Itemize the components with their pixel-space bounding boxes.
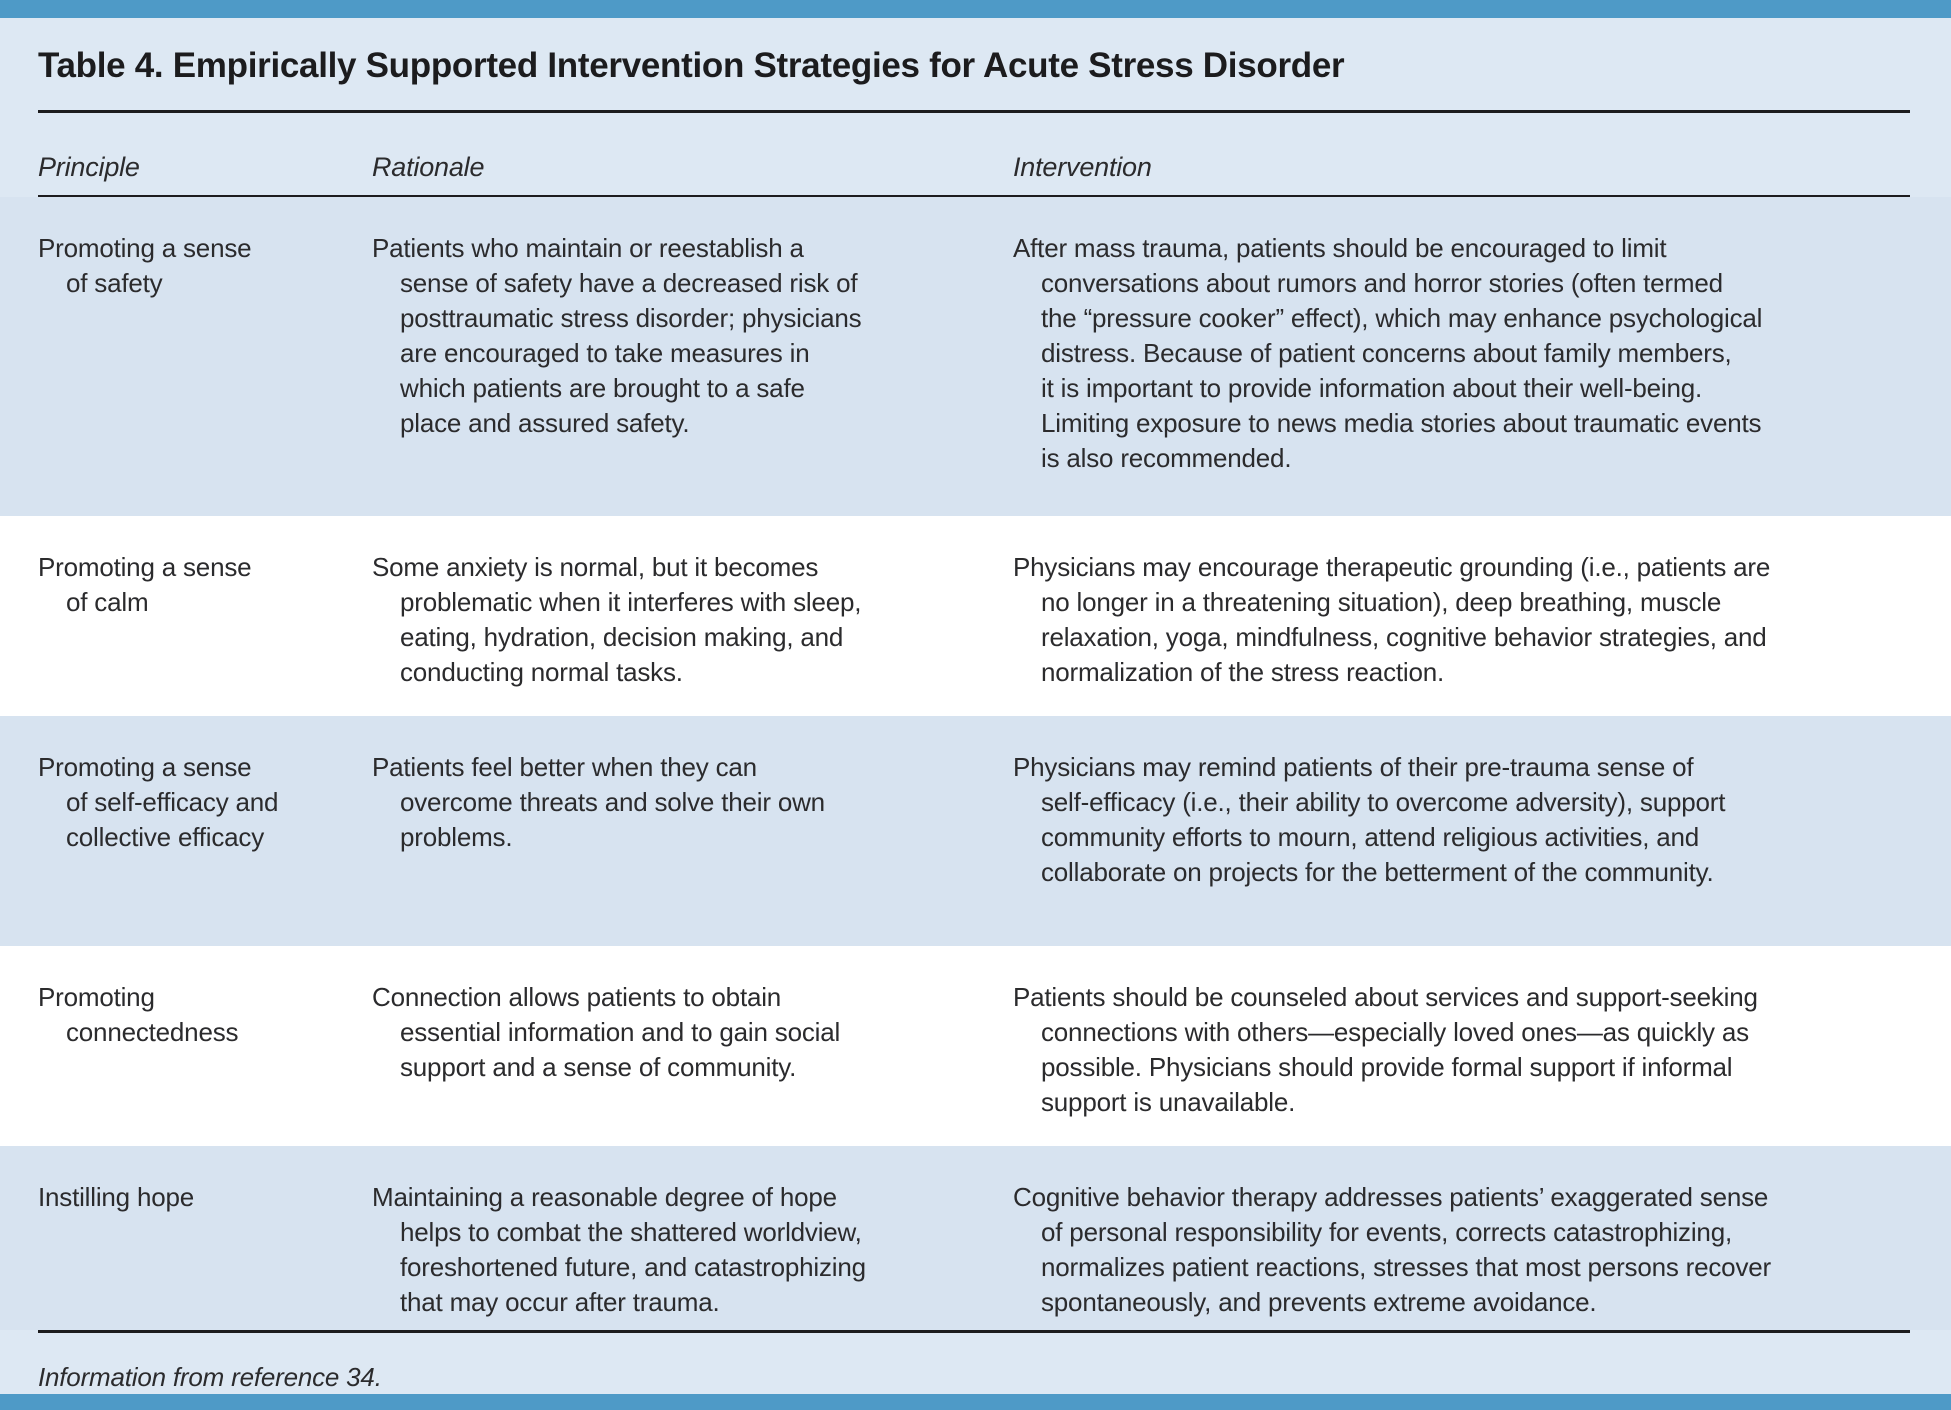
intervention-line: of personal responsibility for events, c… (1041, 1217, 1732, 1247)
rationale-line: that may occur after trauma. (400, 1287, 720, 1317)
principle-line: Promoting a sense (38, 233, 252, 263)
rationale-line: Patients feel better when they can (372, 752, 757, 782)
rationale-line: which patients are brought to a safe (400, 373, 805, 403)
column-header-rationale: Rationale (372, 152, 485, 182)
intervention-cell: Physicians may encourage therapeutic gro… (1013, 550, 1910, 690)
intervention-line: spontaneously, and prevents extreme avoi… (1041, 1287, 1597, 1317)
rationale-line: Patients who maintain or reestablish a (372, 233, 804, 263)
rationale-line: conducting normal tasks. (400, 657, 683, 687)
rationale-line: essential information and to gain social (400, 1017, 841, 1047)
intervention-line: no longer in a threatening situation), d… (1041, 587, 1722, 617)
intervention-line: self-efficacy (i.e., their ability to ov… (1041, 787, 1726, 817)
column-header-row: Principle Rationale Intervention (38, 151, 1910, 183)
intervention-line: connections with others—especially loved… (1041, 1017, 1749, 1047)
principle-line: of self-efficacy and (66, 787, 279, 817)
rationale-line: Some anxiety is normal, but it becomes (372, 552, 819, 582)
intervention-line: normalization of the stress reaction. (1041, 657, 1445, 687)
rationale-line: helps to combat the shattered worldview, (400, 1217, 862, 1247)
intervention-line: is also recommended. (1041, 443, 1292, 473)
column-header-principle: Principle (38, 152, 140, 182)
rationale-line: overcome threats and solve their own (400, 787, 825, 817)
rationale-cell: Patients feel better when they can overco… (372, 750, 1013, 920)
rationale-line: sense of safety have a decreased risk of (400, 268, 858, 298)
intervention-line: Cognitive behavior therapy addresses pat… (1013, 1182, 1769, 1212)
rationale-line: Connection allows patients to obtain (372, 982, 782, 1012)
intervention-line: possible. Physicians should provide form… (1041, 1052, 1733, 1082)
rationale-cell: Connection allows patients to obtain esse… (372, 980, 1013, 1120)
principle-line: Instilling hope (38, 1182, 194, 1212)
table-rows: Promoting a sense of safety Patients who m… (0, 197, 1951, 1330)
intervention-cell: After mass trauma, patients should be en… (1013, 231, 1910, 490)
intervention-line: Physicians may remind patients of their … (1013, 752, 1694, 782)
intervention-line: the “pressure cooker” effect), which may… (1041, 303, 1763, 333)
principle-line: Promoting a sense (38, 752, 252, 782)
top-accent-bar (0, 0, 1951, 18)
rationale-line: foreshortened future, and catastrophizin… (400, 1252, 866, 1282)
principle-cell: Promoting a sense of safety (38, 231, 372, 490)
table-row: Promoting a sense of calm Some anxiety is … (0, 516, 1951, 716)
intervention-line: Patients should be counseled about servi… (1013, 982, 1758, 1012)
intervention-line: distress. Because of patient concerns ab… (1041, 338, 1732, 368)
intervention-line: relaxation, yoga, mindfulness, cognitive… (1041, 622, 1767, 652)
principle-cell: Instilling hope (38, 1180, 372, 1320)
intervention-line: conversations about rumors and horror st… (1041, 268, 1723, 298)
rationale-cell: Patients who maintain or reestablish a se… (372, 231, 1013, 490)
intervention-line: collaborate on projects for the betterme… (1041, 857, 1714, 887)
table-row: Promoting a sense of self-efficacy and col… (0, 716, 1951, 946)
header-rule (38, 195, 1910, 197)
table-title: Table 4. Empirically Supported Intervent… (38, 46, 1345, 85)
intervention-line: normalizes patient reactions, stresses t… (1041, 1252, 1771, 1282)
rationale-line: place and assured safety. (400, 408, 690, 438)
intervention-line: After mass trauma, patients should be en… (1013, 233, 1667, 263)
principle-line: of calm (66, 587, 149, 617)
intervention-line: support is unavailable. (1041, 1087, 1296, 1117)
rationale-line: eating, hydration, decision making, and (400, 622, 844, 652)
table-content: Table 4. Empirically Supported Intervent… (0, 18, 1951, 1394)
intervention-cell: Physicians may remind patients of their … (1013, 750, 1910, 920)
principle-cell: Promoting connectedness (38, 980, 372, 1120)
table-row: Promoting a sense of safety Patients who m… (0, 197, 1951, 516)
intervention-cell: Patients should be counseled about servi… (1013, 980, 1910, 1120)
rationale-line: are encouraged to take measures in (400, 338, 810, 368)
table-row: Instilling hope Maintaining a reasonable … (0, 1146, 1951, 1330)
rationale-cell: Maintaining a reasonable degree of hope h… (372, 1180, 1013, 1320)
rationale-cell: Some anxiety is normal, but it becomes pr… (372, 550, 1013, 690)
table-footnote: Information from reference 34. (38, 1362, 382, 1392)
rationale-line: problems. (400, 822, 513, 852)
principle-cell: Promoting a sense of self-efficacy and col… (38, 750, 372, 920)
rationale-line: problematic when it interferes with slee… (400, 587, 862, 617)
principle-line: Promoting a sense (38, 552, 252, 582)
intervention-line: Limiting exposure to news media stories … (1041, 408, 1762, 438)
rationale-line: support and a sense of community. (400, 1052, 797, 1082)
bottom-accent-bar (0, 1394, 1951, 1410)
intervention-line: it is important to provide information a… (1041, 373, 1703, 403)
rationale-line: Maintaining a reasonable degree of hope (372, 1182, 837, 1212)
principle-line: Promoting (38, 982, 155, 1012)
rationale-line: posttraumatic stress disorder; physician… (400, 303, 862, 333)
intervention-line: Physicians may encourage therapeutic gro… (1013, 552, 1771, 582)
title-rule (38, 110, 1910, 113)
intervention-line: community efforts to mourn, attend relig… (1041, 822, 1700, 852)
table-row: Promoting connectedness Connection allows … (0, 946, 1951, 1146)
principle-line: connectedness (66, 1017, 239, 1047)
principle-cell: Promoting a sense of calm (38, 550, 372, 690)
principle-line: collective efficacy (66, 822, 265, 852)
column-header-intervention: Intervention (1013, 152, 1152, 182)
principle-line: of safety (66, 268, 163, 298)
intervention-cell: Cognitive behavior therapy addresses pat… (1013, 1180, 1910, 1320)
bottom-rule (38, 1330, 1910, 1333)
